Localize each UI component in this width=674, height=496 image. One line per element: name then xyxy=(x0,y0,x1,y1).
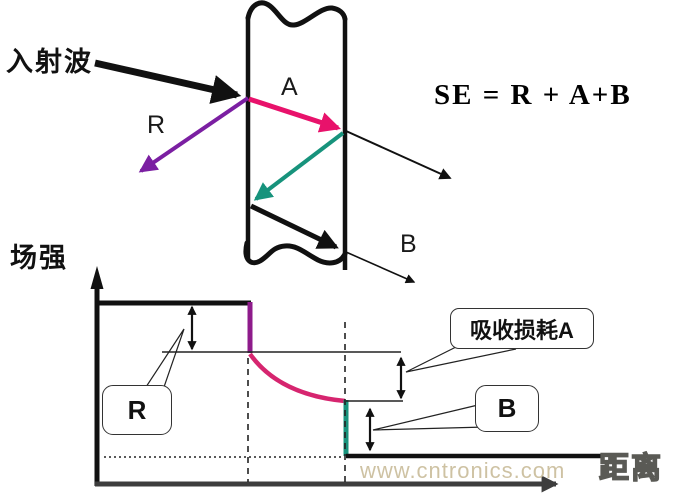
transmission-loss-callout-label: B xyxy=(497,393,517,423)
reflection-loss-callout-label: R xyxy=(127,394,147,425)
y-axis-label: 场强 xyxy=(10,243,68,273)
internal-reflection-ray xyxy=(253,131,345,201)
absorption-loss-callout-label: 吸收损耗A xyxy=(470,317,574,343)
shield-barrier xyxy=(243,0,348,270)
reflected-ray-arrow xyxy=(138,96,250,173)
transmitted-ray-bottom xyxy=(345,251,416,284)
transmission-ray-label: B xyxy=(400,230,417,258)
transmission-callout-pointer xyxy=(372,404,487,431)
shielding-formula: SE = R + A+B xyxy=(434,79,632,111)
y-axis-arrowhead xyxy=(90,266,104,289)
absorbed-ray-arrow xyxy=(248,96,341,133)
x-axis-label: 距离 xyxy=(598,451,663,485)
reflection-callout-pointer xyxy=(145,328,185,388)
absorption-decay-curve xyxy=(248,352,346,404)
reflection-ray-label: R xyxy=(147,111,166,139)
absorption-ray-label: A xyxy=(281,73,298,101)
watermark-text: www.cntronics.com xyxy=(360,458,566,483)
incident-wave-arrow xyxy=(94,59,242,104)
absorption-callout-pointer xyxy=(405,345,517,373)
barrier-top-break xyxy=(245,0,348,28)
barrier-bottom-break xyxy=(243,240,348,266)
absorption-loss-callout-box: 吸收损耗A xyxy=(450,308,594,349)
internal-rereflection-ray xyxy=(249,203,339,250)
transmitted-ray-top xyxy=(345,130,452,180)
incident-wave-label: 入射波 xyxy=(6,47,93,77)
callout-pointers xyxy=(145,328,517,431)
transmission-loss-callout-box: B xyxy=(475,385,539,432)
reflection-loss-callout-box: R xyxy=(102,385,172,435)
